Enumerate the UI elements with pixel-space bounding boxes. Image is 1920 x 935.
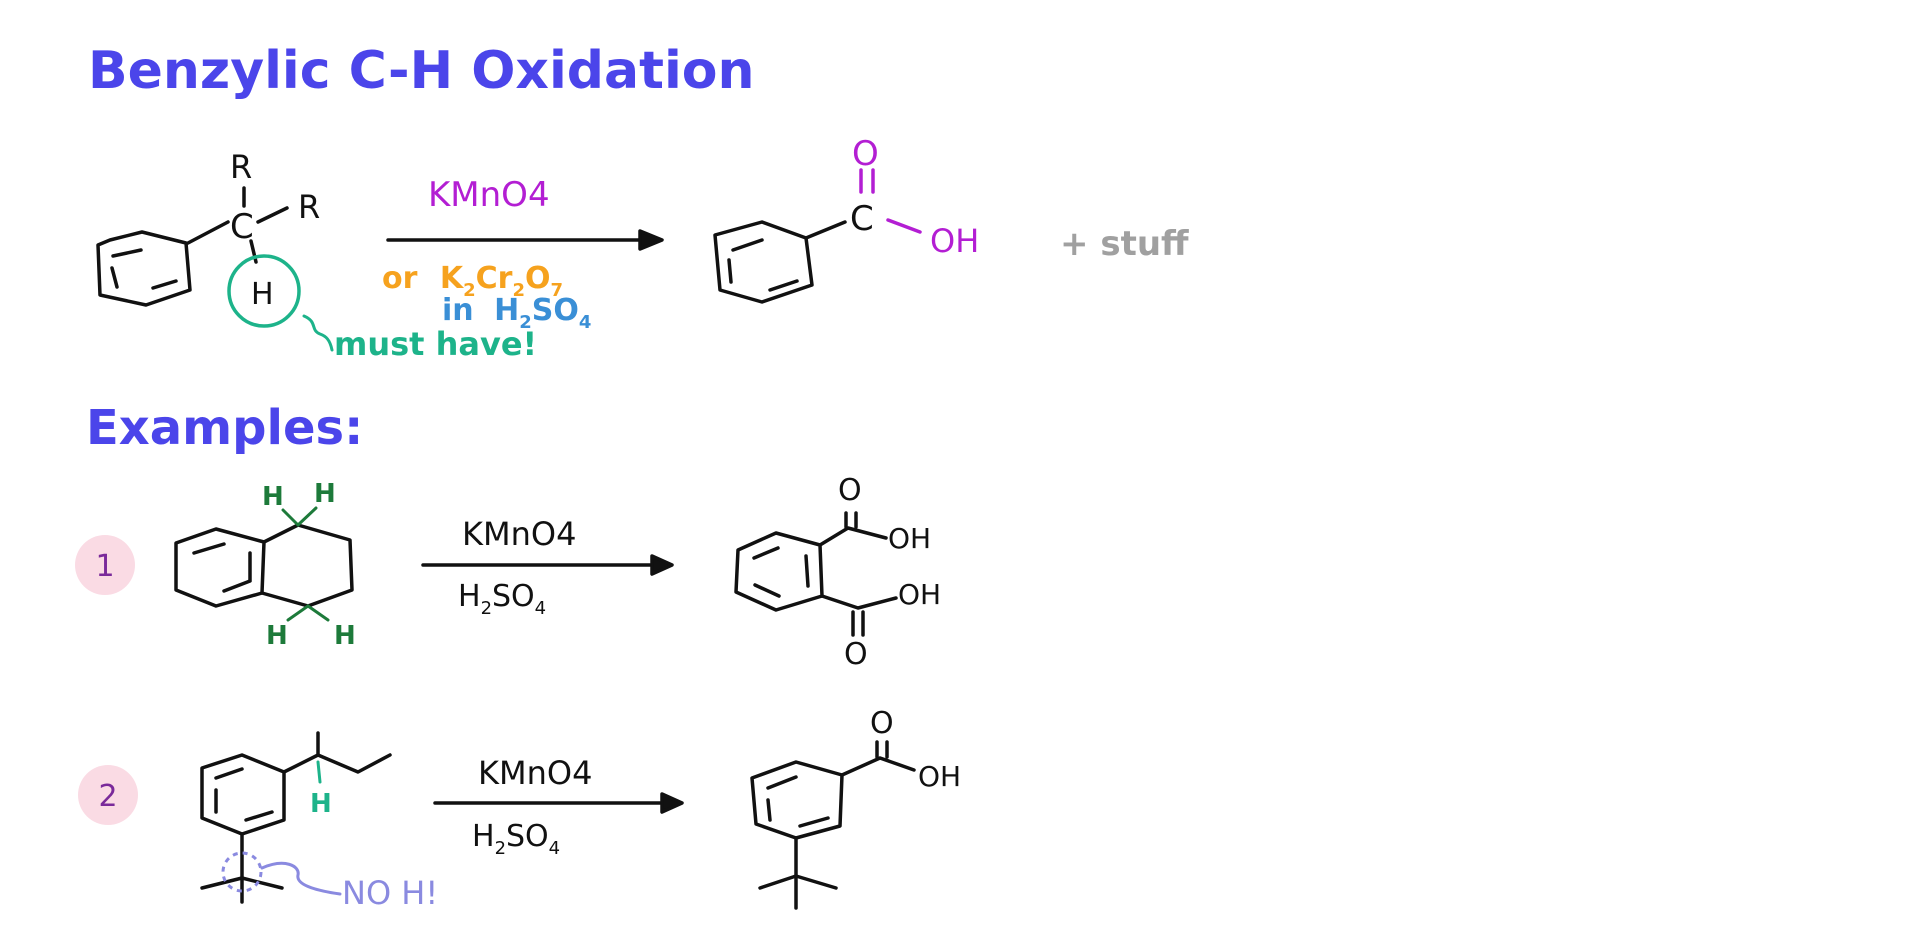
benzene-inner-bond bbox=[766, 798, 772, 822]
reagent-kmno4: KMnO4 bbox=[478, 754, 592, 792]
atom-label-c: C bbox=[850, 199, 874, 239]
atom-label-o: O bbox=[852, 134, 879, 174]
example-2-product bbox=[750, 740, 916, 910]
bond bbox=[200, 876, 244, 890]
h-label: H bbox=[314, 479, 336, 509]
byproduct-label: + stuff bbox=[1060, 224, 1189, 264]
benzene-ring bbox=[200, 753, 286, 836]
benzene-inner-bond bbox=[151, 279, 178, 290]
bond bbox=[840, 756, 916, 777]
atom-label-oh: OH bbox=[918, 760, 961, 793]
benzene-inner-bond bbox=[768, 279, 799, 292]
main-product bbox=[713, 220, 847, 304]
h-label: H bbox=[310, 789, 332, 819]
bond bbox=[804, 220, 847, 240]
bond bbox=[240, 876, 284, 890]
bond bbox=[282, 753, 320, 774]
benzene-ring bbox=[713, 220, 814, 304]
reaction-arrow bbox=[421, 554, 674, 576]
atom-label-o: O bbox=[838, 473, 862, 508]
reagent-solvent: in H2SO4 bbox=[442, 293, 591, 333]
benzene-inner-bond bbox=[731, 238, 764, 252]
atom-label-oh: OH bbox=[888, 522, 931, 555]
reagent-kmno4: KMnO4 bbox=[428, 175, 550, 215]
benzene-inner-bond bbox=[214, 767, 244, 780]
example-number: 1 bbox=[95, 549, 114, 584]
bond bbox=[260, 523, 354, 608]
page-title: Benzylic C-H Oxidation bbox=[88, 41, 755, 101]
carbonyl-double-bond bbox=[859, 168, 922, 234]
atom-label-o: O bbox=[870, 706, 894, 741]
benzene-inner-bond bbox=[110, 266, 119, 289]
benzene-inner-bond bbox=[753, 583, 781, 598]
main-reactant bbox=[96, 186, 289, 307]
h-label: H bbox=[262, 482, 284, 512]
example-2-reactant bbox=[200, 731, 392, 904]
atom-label-c: C bbox=[230, 207, 254, 247]
examples-heading: Examples: bbox=[86, 400, 363, 456]
h-label: H bbox=[266, 621, 288, 651]
no-h-squiggle bbox=[260, 861, 342, 896]
benzene-inner-bond bbox=[192, 542, 226, 555]
bond bbox=[820, 594, 898, 610]
benzene-inner-bond bbox=[727, 258, 733, 284]
benzene-inner-bond bbox=[222, 579, 252, 593]
reagent-h2so4: H2SO4 bbox=[472, 819, 560, 859]
benzene-ring bbox=[96, 230, 192, 307]
atom-label-oh: OH bbox=[898, 578, 941, 611]
reagent-h2so4: H2SO4 bbox=[458, 579, 546, 619]
example-badge bbox=[78, 765, 138, 825]
bond bbox=[256, 206, 289, 224]
h-label: H bbox=[334, 621, 356, 651]
atom-label-o: O bbox=[844, 637, 868, 672]
example-number: 2 bbox=[98, 779, 117, 814]
example-1-product bbox=[734, 511, 898, 637]
benzene-inner-bond bbox=[752, 546, 780, 560]
benzene-inner-bond bbox=[804, 554, 810, 588]
atom-label-r-top: R bbox=[230, 148, 252, 186]
benzene-ring bbox=[750, 760, 844, 840]
no-h-note: NO H! bbox=[342, 874, 438, 912]
bond bbox=[316, 760, 322, 784]
example-1-reactant bbox=[174, 523, 354, 608]
reagent-dichromate: or K2Cr2O7 bbox=[382, 261, 563, 301]
bond bbox=[316, 753, 392, 774]
benzene-ring bbox=[734, 531, 824, 612]
quaternary-carbon-highlight bbox=[221, 851, 263, 893]
benzylic-h-highlight bbox=[227, 254, 301, 328]
bond bbox=[758, 874, 798, 890]
must-have-squiggle bbox=[302, 314, 334, 352]
reagent-kmno4: KMnO4 bbox=[462, 515, 576, 553]
bond bbox=[818, 526, 888, 547]
atom-label-oh: OH bbox=[930, 222, 979, 260]
reaction-arrow bbox=[386, 229, 664, 251]
bond bbox=[186, 220, 230, 245]
benzene-inner-bond bbox=[244, 810, 274, 822]
atom-label-h: H bbox=[251, 277, 274, 312]
benzene-inner-bond bbox=[798, 816, 830, 828]
atom-label-r-right: R bbox=[298, 188, 320, 226]
must-have-note: must have! bbox=[334, 325, 537, 363]
reaction-arrow bbox=[433, 792, 684, 814]
benzene-inner-bond bbox=[111, 248, 143, 258]
example-badge bbox=[75, 535, 135, 595]
bond bbox=[794, 874, 838, 890]
example-1-h-bonds bbox=[281, 506, 330, 622]
benzene-inner-bond bbox=[766, 775, 798, 790]
